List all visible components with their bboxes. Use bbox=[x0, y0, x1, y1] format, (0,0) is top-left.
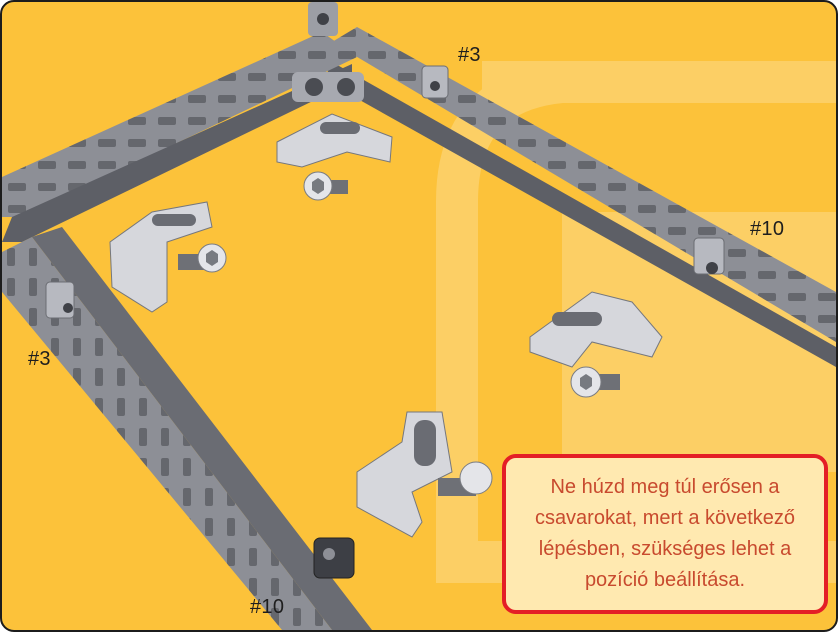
label-left-hole: #3 bbox=[28, 348, 51, 371]
nut-left bbox=[46, 282, 74, 318]
nut-top bbox=[422, 66, 448, 98]
bracket-1 bbox=[277, 114, 392, 167]
screw-1 bbox=[304, 172, 348, 200]
nut-right bbox=[694, 238, 724, 274]
warning-note: Ne húzd meg túl erősen a csavarokat, mer… bbox=[502, 454, 828, 614]
nut-bottom bbox=[314, 538, 354, 578]
label-right-hole: #10 bbox=[750, 218, 784, 241]
warning-note-text: Ne húzd meg túl erősen a csavarokat, mer… bbox=[518, 472, 812, 596]
label-top-hole: #3 bbox=[458, 44, 481, 67]
label-bottom-hole: #10 bbox=[250, 596, 284, 619]
screw-2 bbox=[178, 244, 226, 272]
